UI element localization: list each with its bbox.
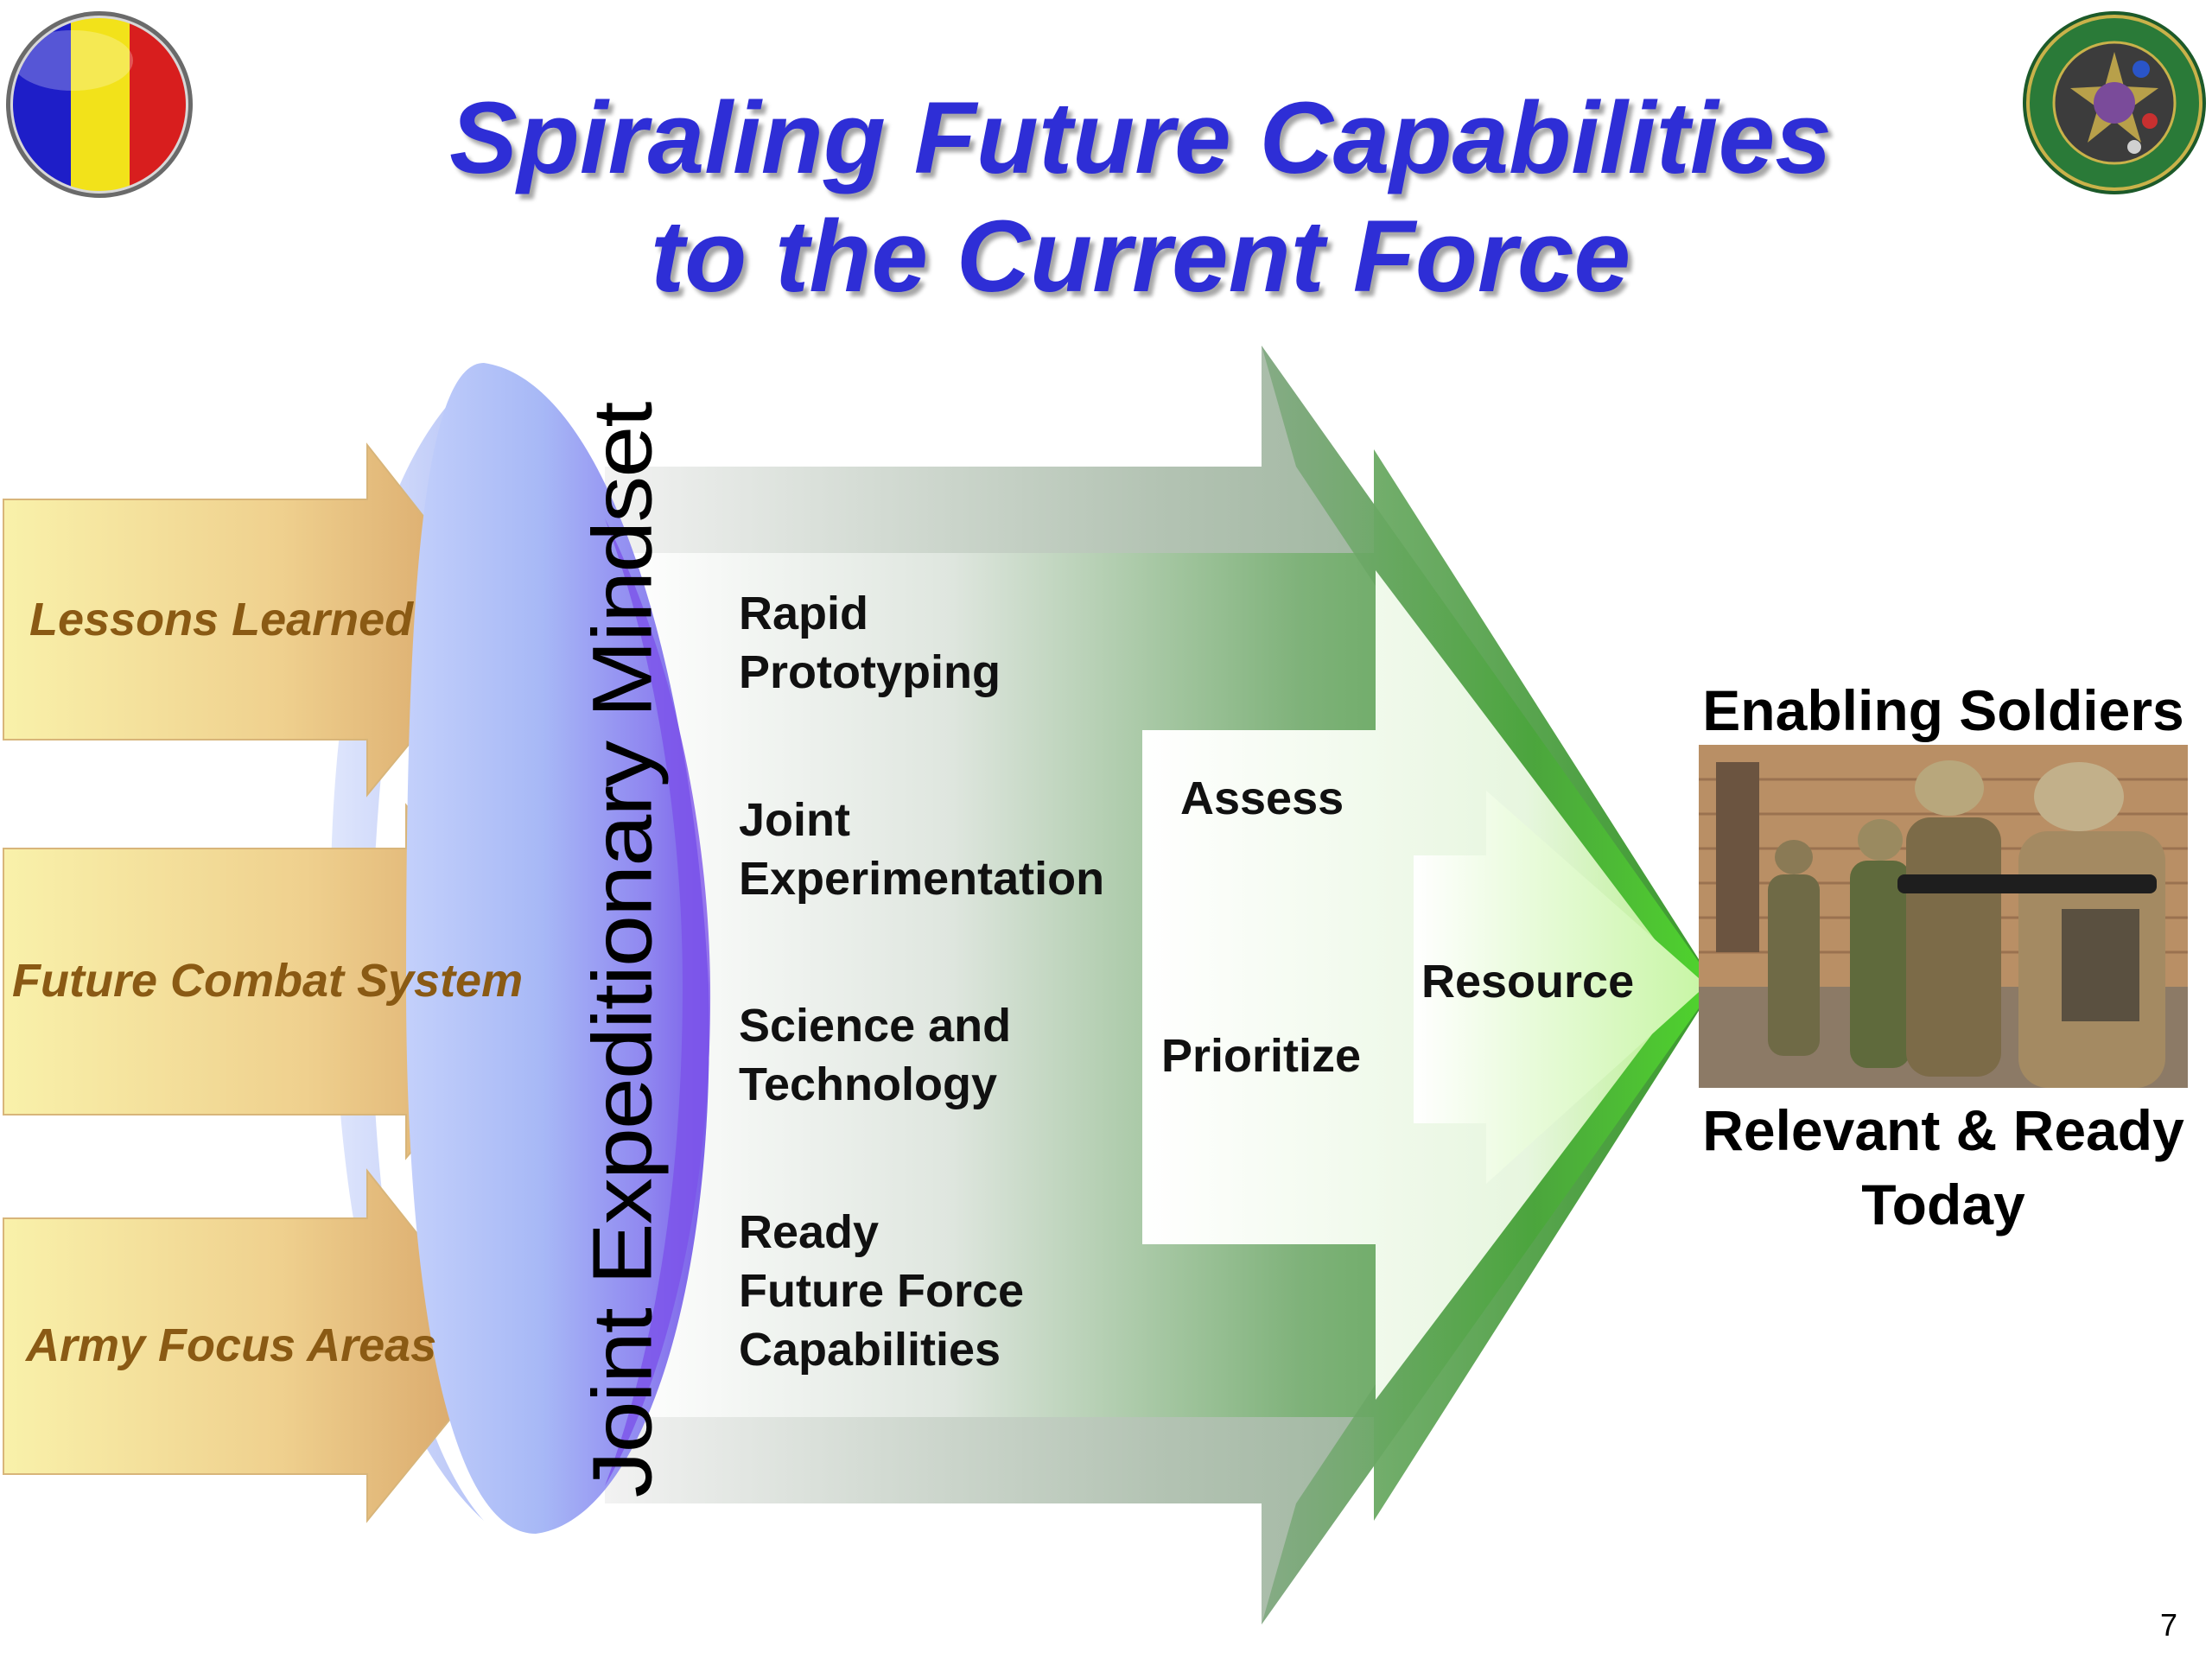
page-title-line-2: to the Current Force [650,200,1631,314]
lens-label: Joint Expeditionary Mindset [575,403,669,1498]
step-resource: Resource [1421,956,1635,1007]
outcome-heading: Enabling Soldiers [1702,678,2184,742]
resource-arrow [1414,791,1707,1184]
step-assess: Assess [1180,772,1344,824]
step-prioritize: Prioritize [1161,1030,1362,1082]
activity-rapid-prototyping: Rapid Prototyping [739,588,1001,698]
outcome-line-2: Today [1861,1173,2025,1236]
activity-ready-future-force-capabilities: Ready Future Force Capabilities [739,1206,1025,1376]
input-arrow-army-focus-areas [3,1168,510,1523]
activity-joint-experimentation: Joint Experimentation [739,794,1105,905]
soldiers-photo [1699,745,2188,1088]
outcome-line-1: Relevant & Ready [1702,1098,2184,1162]
activity-science-and-technology: Science and Technology [739,1000,1012,1110]
tri-color-circle-logo-icon [6,11,193,198]
page-title-line-1: Spiraling Future Capabilities [449,81,1832,195]
input-label-future-combat-system: Future Combat System [12,955,524,1007]
input-label-army-focus-areas: Army Focus Areas [26,1319,437,1371]
page-number: 7 [2160,1607,2178,1643]
lens-front [406,363,709,1534]
army-futures-center-seal-icon [2023,11,2206,194]
input-label-lessons-learned: Lessons Learned [29,594,414,645]
